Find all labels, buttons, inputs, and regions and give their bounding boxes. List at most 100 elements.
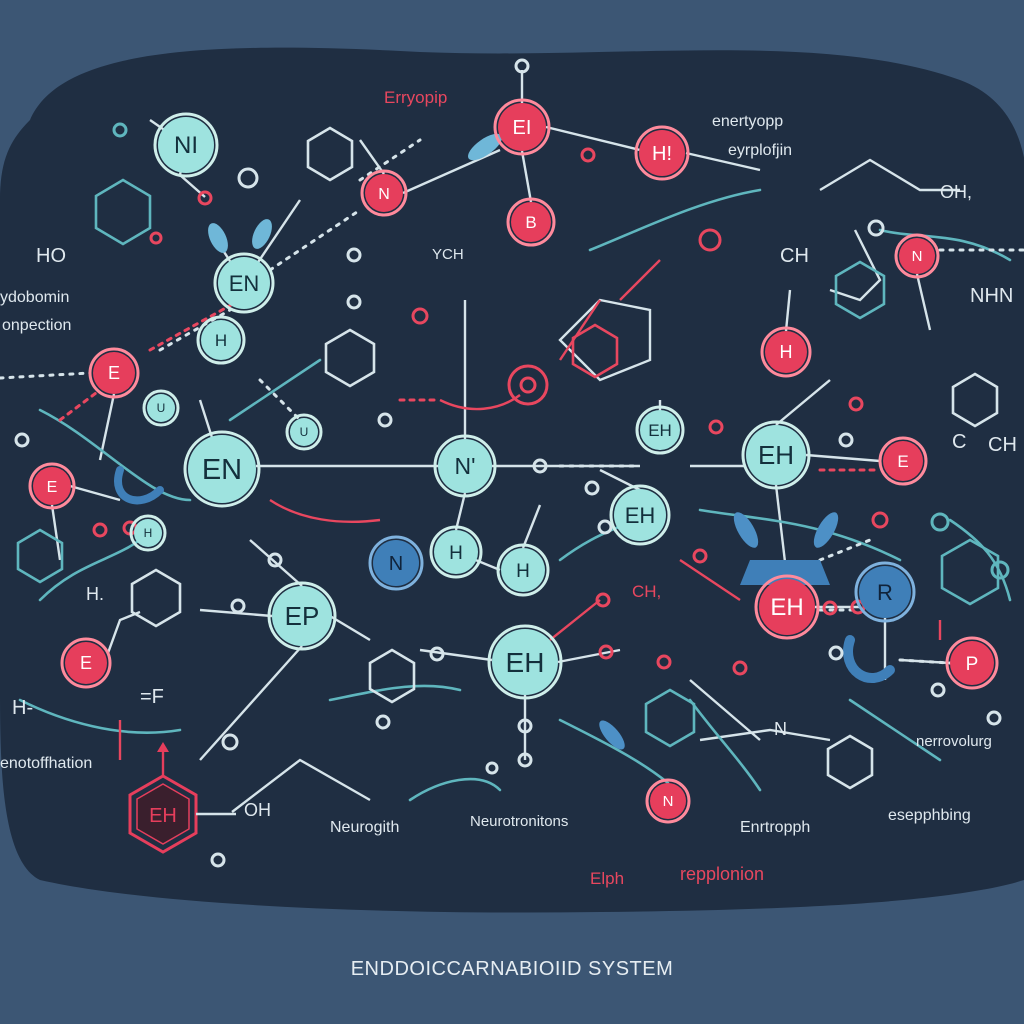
label-n-right: N <box>774 719 787 739</box>
node-label: EH <box>648 421 672 440</box>
label-energyopp: enertyopp <box>712 113 783 130</box>
node-circle <box>511 202 551 242</box>
node-circle <box>201 320 241 360</box>
node-halo <box>267 581 337 651</box>
node-halo <box>60 637 112 689</box>
node-label: N <box>389 553 403 575</box>
node-label: EH <box>625 503 656 528</box>
node-r-25: R <box>854 561 916 623</box>
node-label: EN <box>202 454 242 486</box>
node-circle <box>365 174 403 212</box>
node-h-7: H <box>196 315 246 365</box>
node-halo <box>285 413 323 451</box>
label-nerrovo: nerrovolurg <box>916 733 992 750</box>
node-label: N <box>663 793 674 810</box>
node-circle <box>614 489 666 541</box>
node-halo <box>88 347 140 399</box>
label-eq: =F <box>140 686 164 708</box>
label-onpection: onpection <box>2 317 71 334</box>
node-circle <box>158 117 214 173</box>
node-halo <box>183 430 261 508</box>
node-n-3: N <box>360 169 408 217</box>
node-halo <box>878 436 928 486</box>
label-ch1: CH <box>780 245 809 267</box>
label-oh: OH, <box>940 182 972 202</box>
node-en-5: EN <box>213 252 275 314</box>
node-h-22: H <box>496 543 550 597</box>
node-halo <box>635 405 685 455</box>
node-halo <box>496 543 550 597</box>
node-label: EH <box>770 594 803 621</box>
node-eh-18: EH <box>609 484 671 546</box>
label-neurotron: Neurotronitons <box>470 813 568 830</box>
node-halo <box>894 233 940 279</box>
label-nhn: NHN <box>970 285 1013 307</box>
node-circle <box>93 352 135 394</box>
node-label: H <box>516 561 530 582</box>
node-halo <box>433 434 497 498</box>
node-eh-12: EH <box>635 405 685 455</box>
node-e-27: E <box>60 637 112 689</box>
node-circle <box>134 519 162 547</box>
node-eh-26: EH <box>487 624 563 700</box>
node-ei-1: EI <box>493 98 551 156</box>
node-en-13: EN <box>183 430 261 508</box>
node-halo <box>129 514 167 552</box>
node-ni-0: NI <box>153 112 219 178</box>
label-eyrplofjin: eyrplofjin <box>728 142 792 159</box>
node-circle <box>650 783 686 819</box>
node-halo <box>760 326 812 378</box>
node-p-28: P <box>945 636 999 690</box>
node-circle <box>746 425 806 485</box>
node-label: N <box>912 248 923 265</box>
node-u-11: U <box>285 413 323 451</box>
node-halo <box>213 252 275 314</box>
node-halo <box>429 525 483 579</box>
node-label: NI <box>174 132 198 159</box>
node-label: EH <box>506 647 545 678</box>
node-e-17: E <box>28 462 76 510</box>
node-halo <box>609 484 671 546</box>
node-halo <box>360 169 408 217</box>
node-circle <box>501 548 545 592</box>
node-ep-23: EP <box>267 581 337 651</box>
node-halo <box>945 636 999 690</box>
label-neotoff: enotoffhation <box>0 755 92 772</box>
node-label: U <box>300 425 309 439</box>
node-label: H <box>144 526 153 540</box>
node-label: E <box>47 479 58 496</box>
node-circle <box>218 257 270 309</box>
node-eh-24: EH <box>754 574 820 640</box>
node-halo <box>487 624 563 700</box>
node-circle <box>950 641 994 685</box>
node-halo <box>645 778 691 824</box>
label-esepp: esepphbing <box>888 807 971 824</box>
node-label: N <box>378 186 390 203</box>
node-circle <box>438 439 492 493</box>
label-och: OH <box>244 800 271 820</box>
node-circle <box>65 642 107 684</box>
label-h-left: H- <box>12 697 33 719</box>
node-circle <box>373 540 419 586</box>
node-label: EP <box>285 601 320 631</box>
hexagon-rings <box>16 126 1000 790</box>
node-circle <box>759 579 815 635</box>
node-label: H <box>780 342 793 362</box>
node-circle <box>492 629 558 695</box>
node-circle <box>640 410 680 450</box>
node-label: EH <box>758 440 794 470</box>
node-circle <box>434 530 478 574</box>
node-circle <box>188 435 256 503</box>
node-halo <box>28 462 76 510</box>
label-neurogith: Neurogith <box>330 819 399 836</box>
node-halo <box>493 98 551 156</box>
node-u-10: U <box>142 389 180 427</box>
label-repplonion: repplonion <box>680 864 764 884</box>
node-label: P <box>966 654 979 675</box>
node-label: H! <box>652 143 672 165</box>
node-circle <box>639 130 685 176</box>
node-halo <box>196 315 246 365</box>
node-label: E <box>897 452 908 471</box>
label-ho: HO <box>36 245 66 267</box>
